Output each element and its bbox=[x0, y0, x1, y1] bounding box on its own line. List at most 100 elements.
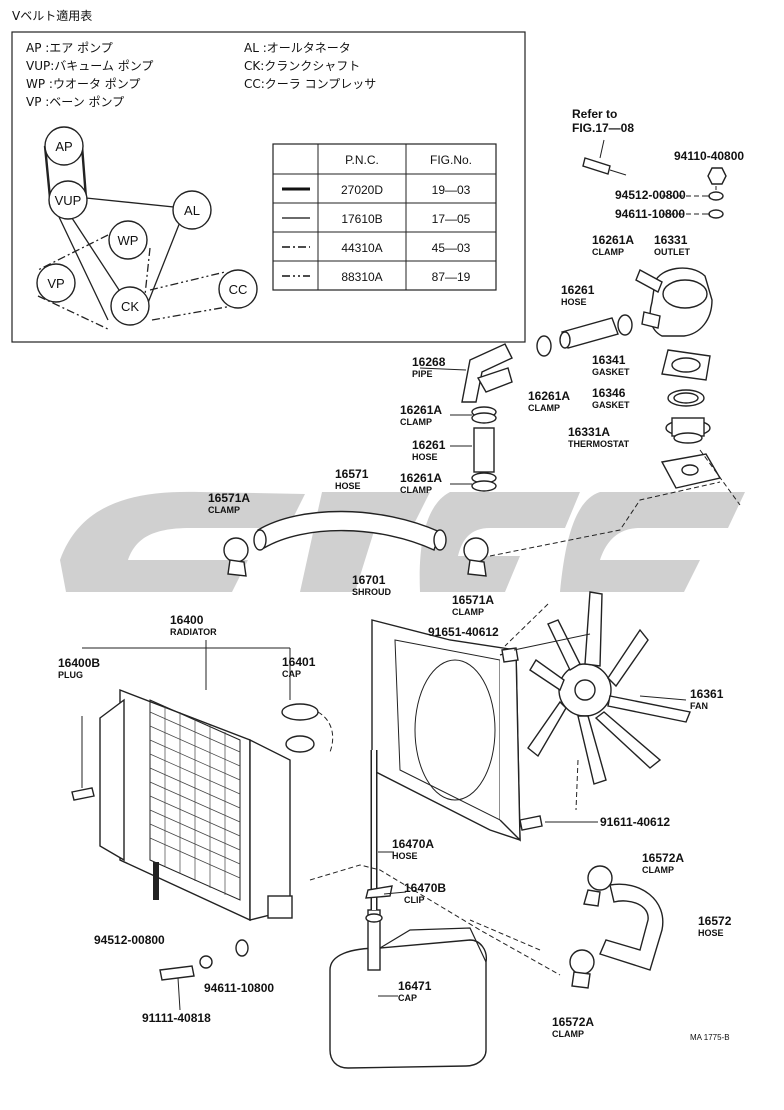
table-row-pnc: 44310A bbox=[341, 241, 382, 255]
table-row-fig: 87―19 bbox=[432, 270, 471, 284]
part-16261A-sub: CLAMP bbox=[528, 403, 560, 413]
fan bbox=[501, 591, 691, 831]
table-header-pnc: P.N.C. bbox=[345, 153, 379, 167]
leader-lines bbox=[378, 367, 687, 997]
table-row-fig: 19―03 bbox=[432, 183, 471, 197]
pulley-vp-label: VP bbox=[47, 276, 64, 291]
part-labels: Refer to FIG.17―08 94110-40800 94512-008… bbox=[58, 107, 744, 1042]
legend-ap: AP :エア ポンプ bbox=[26, 41, 113, 55]
part-16331-label: 16331 bbox=[654, 233, 688, 247]
part-16470B-sub: CLIP bbox=[404, 895, 425, 905]
belt-table-box: Vベルト適用表 AP :エア ポンプ VUP:バキューム ポンプ WP :ウオー… bbox=[11, 8, 526, 343]
part-16400B-sub: PLUG bbox=[58, 670, 83, 680]
part-16341-sub: GASKET bbox=[592, 367, 630, 377]
part-16361-sub: FAN bbox=[690, 701, 708, 711]
part-16571-label: 16571 bbox=[335, 467, 369, 481]
pulley-al: AL bbox=[172, 190, 212, 230]
part-16571-sub: HOSE bbox=[335, 481, 361, 491]
part-91111-label: 91111-40818 bbox=[142, 1011, 211, 1025]
part-16572-sub: HOSE bbox=[698, 928, 724, 938]
part-16470A-label: 16470A bbox=[392, 837, 434, 851]
part-16571A-label: 16571A bbox=[452, 593, 494, 607]
table-row-pnc: 17610B bbox=[341, 212, 382, 226]
part-91611-label: 91611-40612 bbox=[600, 815, 670, 829]
pulley-ck: CK bbox=[110, 286, 150, 326]
part-16400-sub: RADIATOR bbox=[170, 627, 217, 637]
part-16572A-sub: CLAMP bbox=[552, 1029, 584, 1039]
part-16346-sub: GASKET bbox=[592, 400, 630, 410]
part-91651-label: 91651-40612 bbox=[428, 625, 499, 639]
part-16261A-label: 16261A bbox=[400, 403, 442, 417]
part-16470A-sub: HOSE bbox=[392, 851, 418, 861]
part-16701-label: 16701 bbox=[352, 573, 386, 587]
pulley-cc: CC bbox=[218, 269, 258, 309]
part-16261-sub: HOSE bbox=[561, 297, 587, 307]
legend-al: AL :オールタネータ bbox=[244, 41, 351, 55]
watermark-logo bbox=[60, 491, 745, 592]
part-16400-label: 16400 bbox=[170, 613, 204, 627]
part-16361-label: 16361 bbox=[690, 687, 724, 701]
part-16400B-label: 16400B bbox=[58, 656, 100, 670]
part-16401-sub: CAP bbox=[282, 669, 301, 679]
table-row-fig: 17―05 bbox=[432, 212, 471, 226]
part-16331-sub: OUTLET bbox=[654, 247, 690, 257]
part-16572A-sub: CLAMP bbox=[642, 865, 674, 875]
pulley-cc-label: CC bbox=[229, 282, 248, 297]
legend-cc: CC:クーラ コンプレッサ bbox=[244, 77, 376, 91]
part-16470B-label: 16470B bbox=[404, 881, 446, 895]
part-16571A-sub: CLAMP bbox=[452, 607, 484, 617]
upper-hose bbox=[223, 481, 721, 577]
pnc-table: P.N.C. FIG.No. 27020D 19―03 17610B 17―05… bbox=[272, 143, 497, 291]
legend-vp: VP :ベーン ポンプ bbox=[26, 95, 124, 109]
shroud bbox=[371, 619, 521, 842]
refer-text-2: FIG.17―08 bbox=[572, 121, 634, 135]
part-94512-bottom-label: 94512-00800 bbox=[94, 933, 165, 947]
thermostat-assembly bbox=[461, 139, 741, 506]
pulley-ck-label: CK bbox=[121, 299, 139, 314]
legend-vup: VUP:バキューム ポンプ bbox=[26, 59, 153, 73]
part-16261A-label: 16261A bbox=[592, 233, 634, 247]
reserve-tank bbox=[329, 750, 487, 1069]
table-header-fig: FIG.No. bbox=[430, 153, 472, 167]
part-16261-sub: HOSE bbox=[412, 452, 438, 462]
part-16331A-label: 16331A bbox=[568, 425, 610, 439]
pulley-wp: WP bbox=[108, 220, 148, 260]
part-16261-label: 16261 bbox=[561, 283, 595, 297]
belt-box-title: Vベルト適用表 bbox=[12, 8, 92, 23]
pulley-vup-label: VUP bbox=[55, 193, 82, 208]
part-16571A-sub: CLAMP bbox=[208, 505, 240, 515]
pulley-ap-label: AP bbox=[55, 139, 72, 154]
part-16471-label: 16471 bbox=[398, 979, 432, 993]
part-94110-label: 94110-40800 bbox=[674, 149, 744, 163]
table-row-pnc: 27020D bbox=[341, 183, 383, 197]
part-16268-label: 16268 bbox=[412, 355, 446, 369]
part-16572A-label: 16572A bbox=[642, 851, 684, 865]
part-16261-label: 16261 bbox=[412, 438, 446, 452]
part-16572A-label: 16572A bbox=[552, 1015, 594, 1029]
table-row-pnc: 88310A bbox=[341, 270, 382, 284]
part-16571A-label: 16571A bbox=[208, 491, 250, 505]
part-94611-bottom-label: 94611-10800 bbox=[204, 981, 274, 995]
legend-wp: WP :ウオータ ポンプ bbox=[26, 77, 140, 91]
part-16261A-sub: CLAMP bbox=[400, 485, 432, 495]
part-16346-label: 16346 bbox=[592, 386, 626, 400]
refer-text-1: Refer to bbox=[572, 107, 617, 121]
part-16572-label: 16572 bbox=[698, 914, 732, 928]
pulley-vp: VP bbox=[36, 263, 76, 303]
part-16401-label: 16401 bbox=[282, 655, 316, 669]
table-row-fig: 45―03 bbox=[432, 241, 471, 255]
part-16268-sub: PIPE bbox=[412, 369, 433, 379]
radiator bbox=[71, 640, 334, 1011]
part-16261A-sub: CLAMP bbox=[592, 247, 624, 257]
part-16261A-label: 16261A bbox=[400, 471, 442, 485]
diagram-code: MA 1775-B bbox=[690, 1033, 730, 1042]
part-16701-sub: SHROUD bbox=[352, 587, 392, 597]
pulley-vup: VUP bbox=[48, 180, 88, 220]
part-16261A-label: 16261A bbox=[528, 389, 570, 403]
lower-hose bbox=[309, 864, 664, 989]
part-16471-sub: CAP bbox=[398, 993, 417, 1003]
legend-ck: CK:クランクシャフト bbox=[244, 59, 360, 73]
part-16331A-sub: THERMOSTAT bbox=[568, 439, 630, 449]
part-16341-label: 16341 bbox=[592, 353, 626, 367]
